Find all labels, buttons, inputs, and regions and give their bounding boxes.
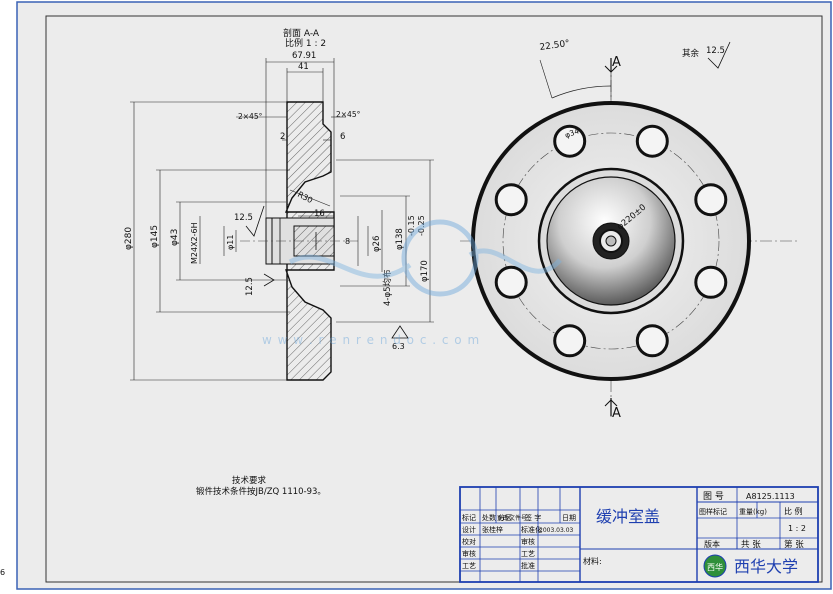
bolt-hole bbox=[694, 265, 728, 299]
left-edge-mark: 6 bbox=[0, 568, 5, 577]
scale-value: 1 : 2 bbox=[788, 524, 806, 533]
scale-label: 比 例 bbox=[784, 506, 803, 516]
dim-16: 16 bbox=[314, 209, 325, 219]
dim-170: φ170 bbox=[420, 260, 430, 282]
inner-frame bbox=[45, 15, 823, 583]
bolt-holes bbox=[494, 124, 728, 358]
section-mark-bottom: A bbox=[612, 406, 621, 421]
roughness-symbol-lower bbox=[263, 273, 275, 287]
part-name: 缓冲室盖 bbox=[596, 507, 660, 526]
section-view: 剖面 A-A 比例 1 : 2 bbox=[124, 27, 434, 381]
label-date: 日期 bbox=[562, 514, 576, 522]
dim-6: 6 bbox=[340, 132, 345, 142]
sheet-label: 第 张 bbox=[784, 539, 804, 550]
label-audit: 审核 bbox=[462, 549, 476, 558]
dim-12-5-left: 12.5 bbox=[234, 213, 253, 223]
label-standard: 标准化 bbox=[521, 525, 542, 534]
label-process: 工艺 bbox=[462, 562, 476, 570]
notes-line1: 锻件技术条件按JB/ZQ 1110-93。 bbox=[196, 486, 326, 497]
stage-label: 图样标记 bbox=[699, 507, 727, 516]
center-bore-core bbox=[605, 235, 617, 247]
bolt-hole bbox=[494, 183, 528, 217]
title-block-text: 缓冲室盖 图 号 A8125.1113 图样标记 重量(kg) 比 例 1 : … bbox=[462, 491, 806, 578]
section-arrow-bottom bbox=[604, 399, 618, 407]
school-name: 西华大学 bbox=[734, 557, 798, 576]
section-mark-top: A bbox=[612, 55, 621, 70]
other-roughness-label: 其余 bbox=[682, 48, 700, 59]
bolt-hole bbox=[553, 124, 587, 158]
logo-text: 西华 bbox=[707, 562, 723, 572]
bolt-hole bbox=[635, 324, 669, 358]
drawing-no-label: 图 号 bbox=[703, 491, 724, 502]
other-roughness-symbol bbox=[707, 41, 731, 69]
label-zone: 分区 bbox=[498, 513, 512, 522]
dim-holes: 4-φ5均布 bbox=[382, 270, 393, 307]
dim-138: φ138 bbox=[395, 228, 405, 250]
version-label: 版本 bbox=[704, 539, 720, 549]
bolt-hole bbox=[494, 265, 528, 299]
drawing-no: A8125.1113 bbox=[746, 492, 795, 501]
rough-6-3: 6.3 bbox=[392, 342, 405, 351]
weight-label: 重量(kg) bbox=[739, 508, 767, 516]
dim-chamfer-left: 2×45° bbox=[238, 112, 263, 121]
label-craft: 工艺 bbox=[521, 550, 535, 558]
tol-lower: -0.25 bbox=[417, 215, 426, 236]
dim-67-91: 67.91 bbox=[292, 51, 316, 61]
university-logo bbox=[703, 554, 727, 578]
dim-11: φ11 bbox=[226, 235, 235, 250]
section-arrow-top bbox=[604, 65, 618, 73]
dim-thread: M24X2-6H bbox=[190, 222, 199, 264]
dim-12-5-lower: 12.5 bbox=[245, 277, 255, 296]
section-title: 剖面 A-A bbox=[283, 27, 320, 39]
watermark: w w w . r e n r e n d o c . c o m bbox=[262, 219, 562, 347]
label-count: 处数 bbox=[482, 513, 496, 522]
label-review: 审核 bbox=[521, 537, 535, 546]
dim-145: φ145 bbox=[150, 225, 160, 248]
watermark-strokes bbox=[288, 248, 562, 279]
dim-chamfer-right: 2×45° bbox=[336, 110, 361, 119]
roughness-symbol-6-3 bbox=[391, 325, 409, 339]
dim-8: 8 bbox=[345, 237, 350, 246]
dim-280: φ280 bbox=[124, 227, 134, 250]
other-roughness-value: 12.5 bbox=[706, 46, 725, 56]
title-block bbox=[459, 486, 819, 583]
dim-2: 2 bbox=[280, 132, 285, 142]
material-label: 材料: bbox=[583, 556, 602, 566]
roughness-symbol-left bbox=[245, 205, 265, 237]
dim-41: 41 bbox=[298, 62, 309, 72]
angle-arc bbox=[551, 85, 612, 99]
bolt-hole bbox=[635, 124, 669, 158]
label-change-doc: 更改文件号 bbox=[497, 514, 527, 522]
bolt-circle bbox=[502, 132, 720, 350]
dim-43: φ43 bbox=[170, 229, 180, 246]
label-approve: 批准 bbox=[521, 561, 535, 570]
bolt-hole bbox=[553, 324, 587, 358]
label-check: 校对 bbox=[462, 537, 476, 546]
date-value: 2003.03.03 bbox=[539, 527, 574, 534]
notes-heading: 技术要求 bbox=[232, 475, 267, 486]
label-sign: 签 字 bbox=[525, 513, 541, 522]
tol-upper: -0.15 bbox=[407, 215, 416, 236]
section-scale: 比例 1 : 2 bbox=[285, 37, 326, 49]
designer-name: 张桂梓 bbox=[482, 525, 503, 534]
dim-angle: 22.50° bbox=[539, 39, 570, 53]
label-mark: 标记 bbox=[462, 513, 476, 522]
dim-26: φ26 bbox=[372, 236, 382, 252]
label-design: 设计 bbox=[462, 525, 476, 534]
front-view: 22.50° φ220±0 φ34 A A 其余 12.5 bbox=[460, 39, 800, 421]
watermark-url: w w w . r e n r e n d o c . c o m bbox=[262, 333, 480, 347]
bolt-hole bbox=[694, 183, 728, 217]
sheet-total-label: 共 张 bbox=[741, 540, 761, 550]
watermark-ring bbox=[401, 219, 479, 297]
